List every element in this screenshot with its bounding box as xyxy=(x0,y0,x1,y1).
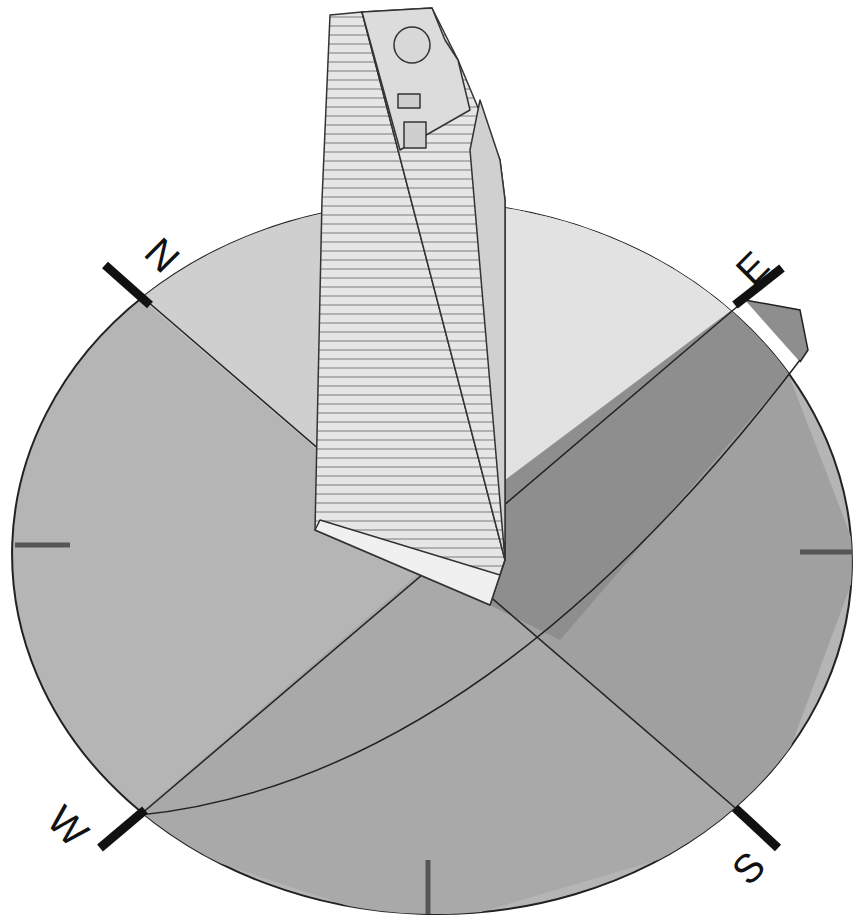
compass-label: S xyxy=(724,844,771,891)
tower xyxy=(315,8,505,605)
tower-shadow xyxy=(490,300,810,640)
compass-label: W xyxy=(40,799,95,854)
compass-label: E xyxy=(728,244,775,291)
